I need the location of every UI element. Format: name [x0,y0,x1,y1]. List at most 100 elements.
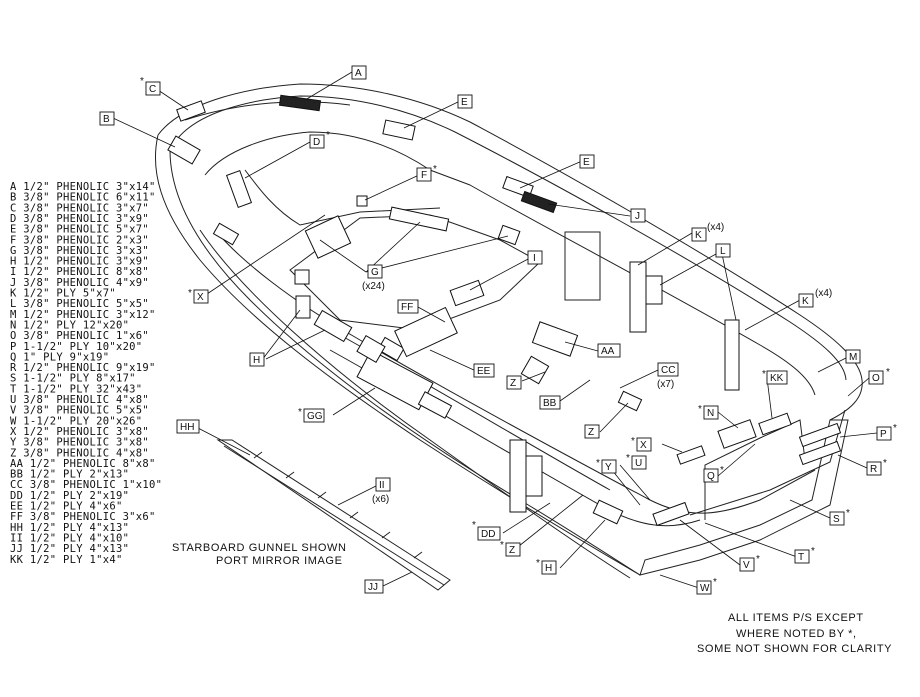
callout-k-fwd-qty: (x4) [707,222,724,233]
asterisk-h: * [536,558,540,569]
part-h-aft [592,499,624,525]
deck-inner-line [244,169,441,226]
asterisk-x-fwd: * [188,288,192,299]
cockpit-rim [204,131,816,396]
gunnel-divider-3 [317,491,327,499]
callout-l: L [720,246,726,257]
legend-row: B 3/8" PHENOLIC 6"x11" [10,192,156,204]
inner-starboard-wall [564,231,601,301]
callout-x-fwd: X [197,292,204,303]
part-r [798,440,842,466]
callout-k-aft: K [802,296,809,307]
part-kk [758,412,792,436]
callout-t: T [798,552,804,563]
legend-row: J 3/8" PHENOLIC 4"x9" [10,277,149,289]
callout-z-stern: Z [509,545,515,556]
part-x-fwd [212,222,240,246]
asterisk-w: * [713,577,717,588]
legend-row: Q 1" PLY 9"x19" [10,351,109,363]
footer-note-line-2: WHERE NOTED BY *, [736,628,857,640]
part-ee [377,336,405,362]
legend-row: S 1-1/2" PLY 8"x17" [10,373,136,385]
part-dd-stack-2 [525,455,543,497]
legend-row: FF 3/8" PHENOLIC 3"x6" [10,511,156,523]
part-e-fwd [382,119,416,141]
legend-row: X 1/2" PHENOLIC 3"x8" [10,426,149,438]
legend-row: E 3/8" PHENOLIC 5"x7" [10,224,149,236]
callout-j: J [635,211,640,222]
part-k-fwd-stack [629,261,647,333]
notes: STARBOARD GUNNEL SHOWN PORT MIRROR IMAGE… [172,542,892,655]
callout-d: D [313,137,320,148]
callout-p: P [880,429,887,440]
gunnel-inset [216,439,451,591]
part-d [225,169,253,209]
asterisk-c: * [140,76,144,87]
legend-row: G 3/8" PHENOLIC 3"x3" [10,245,149,257]
legend-row: P 1-1/2" PLY 10"x20" [10,341,142,353]
callout-w: W [700,583,710,594]
legend-row: F 3/8" PHENOLIC 2"x3" [10,234,149,246]
legend-row: H 1/2" PHENOLIC 3"x9" [10,256,149,268]
cockpit-floor-edge [214,229,816,514]
callout-g: G [371,267,379,278]
callout-q: Q [707,471,715,482]
part-j [520,190,558,214]
callout-z-mid: Z [510,378,516,389]
gunnel-divider-2 [285,471,295,479]
gunnel-divider-1 [253,451,263,459]
part-console-bracket [356,335,386,363]
gunnel-outline [216,439,451,591]
part-g-cluster-4 [294,269,310,285]
part-z-aft [617,390,643,412]
legend-row: KK 1/2" PLY 1"x4" [10,554,123,566]
asterisk-d: * [326,130,330,141]
callout-i: I [533,253,536,264]
asterisk-f: * [433,164,437,175]
callout-dd: DD [481,529,495,540]
part-v [652,501,690,527]
callout-h-fwd: H [253,355,260,366]
asterisk-t: * [811,546,815,557]
gunnel-inner-line [223,445,445,586]
legend-row: D 3/8" PHENOLIC 3"x9" [10,213,149,225]
asterisk-s: * [846,508,850,519]
part-p [798,422,842,448]
hull-chine [169,149,641,576]
parts-legend: A 1/2" PHENOLIC 3"x14"B 3/8" PHENOLIC 6"… [10,181,162,566]
part-x-aft [676,445,706,465]
callout-c: C [149,84,156,95]
legend-row: V 3/8" PHENOLIC 5"x5" [10,405,149,417]
legend-row: U 3/8" PHENOLIC 4"x8" [10,394,149,406]
callout-hh: HH [180,422,194,433]
legend-row: T 1-1/2" PLY 32"x43" [10,383,142,395]
part-k-aft-stack [724,319,740,391]
callout-o: O [872,373,880,384]
callout-k-aft-qty: (x4) [815,288,832,299]
gunnel-divider-5 [381,531,391,539]
legend-row: EE 1/2" PLY 4"x6" [10,501,123,513]
part-g-cluster-2 [388,206,450,232]
asterisk-o: * [886,367,890,378]
legend-row: CC 3/8" PHENOLIC 1"x10" [10,479,162,491]
callout-f: F [421,170,427,181]
legend-row: II 1/2" PLY 4"x10" [10,532,129,544]
hull-keel-line [199,229,631,579]
callout-b: B [103,114,110,125]
asterisk-u: * [626,453,630,464]
callout-ee: EE [477,366,491,377]
legend-row: C 3/8" PHENOLIC 3"x7" [10,202,149,214]
callout-s: S [833,514,840,525]
gunnel-divider-6 [413,551,423,559]
gunnel-note-line-1: STARBOARD GUNNEL SHOWN [172,542,347,554]
asterisk-n: * [698,404,702,415]
legend-row: JJ 1/2" PLY 4"x13" [10,543,129,555]
legend-row: W 1-1/2" PLY 20"x26" [10,415,142,427]
part-h-fwd [295,295,311,319]
asterisk-r: * [883,458,887,469]
part-ff [394,306,458,358]
part-dd-stack [509,439,527,513]
hull-port-side [155,134,641,576]
